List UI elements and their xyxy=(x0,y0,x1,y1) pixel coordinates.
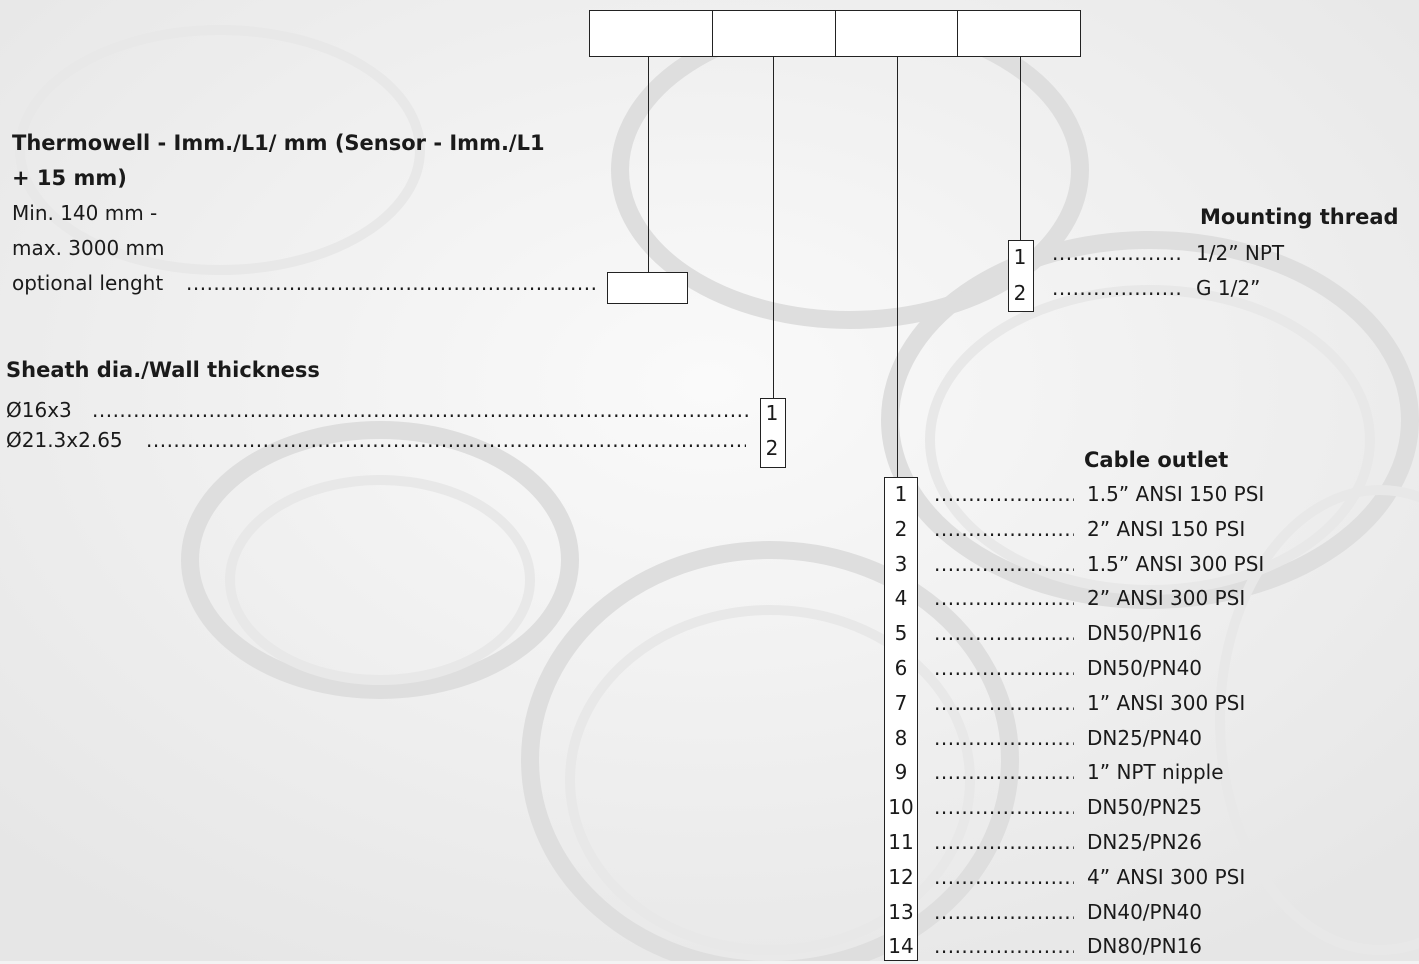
leader-dots: ................................. xyxy=(934,621,1074,645)
cable-option-number: 8 xyxy=(894,726,908,750)
cable-option-number: 9 xyxy=(894,760,908,784)
cable-option-label: 1” ANSI 300 PSI xyxy=(1087,691,1246,715)
cable-option-number: 10 xyxy=(888,795,914,819)
cable-option-number: 4 xyxy=(894,586,908,610)
leader-dots: ................................. xyxy=(934,517,1074,541)
connector-line-mounting xyxy=(1020,57,1021,240)
sheath-option-number: 2 xyxy=(765,436,779,460)
sheath-selection-box[interactable] xyxy=(760,398,786,468)
connector-line-thermowell xyxy=(648,57,649,273)
cable-option-number: 2 xyxy=(894,517,908,541)
thermowell-max-text: max. 3000 mm xyxy=(12,236,165,260)
sheath-heading: Sheath dia./Wall thickness xyxy=(6,358,320,382)
leader-dots: ................................. xyxy=(934,934,1074,958)
sheath-option-number: 1 xyxy=(765,401,779,425)
cable-option-number: 1 xyxy=(894,482,908,506)
cable-option-number: 12 xyxy=(888,865,914,889)
leader-dots: ................................. xyxy=(934,726,1074,750)
leader-dots: ................................. xyxy=(934,760,1074,784)
mounting-selection-box[interactable] xyxy=(1008,240,1034,312)
mounting-option-number: 2 xyxy=(1013,281,1027,305)
cable-option-label: DN80/PN16 xyxy=(1087,934,1203,958)
leader-dots: ............................... xyxy=(1052,241,1182,265)
cable-option-label: DN25/PN26 xyxy=(1087,830,1203,854)
leader-dots: ................................. xyxy=(934,586,1074,610)
cable-option-label: DN25/PN40 xyxy=(1087,726,1203,750)
leader-dots: ................................. xyxy=(934,865,1074,889)
thermowell-min-text: Min. 140 mm - xyxy=(12,201,158,225)
cable-option-number: 11 xyxy=(888,830,914,854)
connector-line-sheath xyxy=(773,57,774,398)
leader-dots: ................................. xyxy=(934,482,1074,506)
cable-option-label: 2” ANSI 150 PSI xyxy=(1087,517,1246,541)
cable-option-number: 6 xyxy=(894,656,908,680)
mounting-option-label: 1/2” NPT xyxy=(1196,241,1285,265)
cable-option-label: 4” ANSI 300 PSI xyxy=(1087,865,1246,889)
leader-dots: ............................... xyxy=(1052,276,1182,300)
mounting-heading: Mounting thread xyxy=(1200,205,1399,229)
leader-dots: ................................. xyxy=(934,656,1074,680)
cable-option-label: 2” ANSI 300 PSI xyxy=(1087,586,1246,610)
cable-option-number: 13 xyxy=(888,900,914,924)
cable-option-label: DN50/PN25 xyxy=(1087,795,1203,819)
cable-option-number: 14 xyxy=(888,934,914,958)
sheath-option-label: Ø21.3x2.65 xyxy=(6,428,123,452)
thermowell-optional-text: optional lenght xyxy=(12,271,164,295)
leader-dots: ........................................… xyxy=(92,398,748,422)
leader-dots: ................................. xyxy=(934,552,1074,576)
cable-option-label: 1.5” ANSI 150 PSI xyxy=(1087,482,1265,506)
cable-option-number: 7 xyxy=(894,691,908,715)
code-cell-thermowell[interactable] xyxy=(590,11,713,56)
leader-dots: ................................. xyxy=(934,795,1074,819)
thermowell-heading-cont: + 15 mm) xyxy=(12,166,127,190)
code-cell-mounting[interactable] xyxy=(958,11,1080,56)
sheath-option-label: Ø16x3 xyxy=(6,398,72,422)
leader-dots: ........................................… xyxy=(146,428,746,452)
code-cell-cable[interactable] xyxy=(836,11,959,56)
leader-dots: ........................................… xyxy=(186,271,596,295)
leader-dots: ................................. xyxy=(934,830,1074,854)
thermowell-length-input-box[interactable] xyxy=(607,272,688,304)
code-cell-sheath[interactable] xyxy=(713,11,836,56)
leader-dots: ................................. xyxy=(934,691,1074,715)
leader-dots: ................................. xyxy=(934,900,1074,924)
cable-option-label: DN50/PN16 xyxy=(1087,621,1203,645)
cable-option-label: 1” NPT nipple xyxy=(1087,760,1224,784)
cable-selection-box[interactable] xyxy=(884,477,918,961)
cable-option-number: 5 xyxy=(894,621,908,645)
mounting-option-number: 1 xyxy=(1013,245,1027,269)
cable-heading: Cable outlet xyxy=(1084,448,1229,472)
cable-option-label: DN40/PN40 xyxy=(1087,900,1203,924)
connector-line-cable xyxy=(897,57,898,477)
cable-option-number: 3 xyxy=(894,552,908,576)
thermowell-heading: Thermowell - Imm./L1/ mm (Sensor - Imm./… xyxy=(12,131,545,155)
order-code-box xyxy=(589,10,1081,57)
mounting-option-label: G 1/2” xyxy=(1196,276,1261,300)
cable-option-label: 1.5” ANSI 300 PSI xyxy=(1087,552,1265,576)
cable-option-label: DN50/PN40 xyxy=(1087,656,1203,680)
